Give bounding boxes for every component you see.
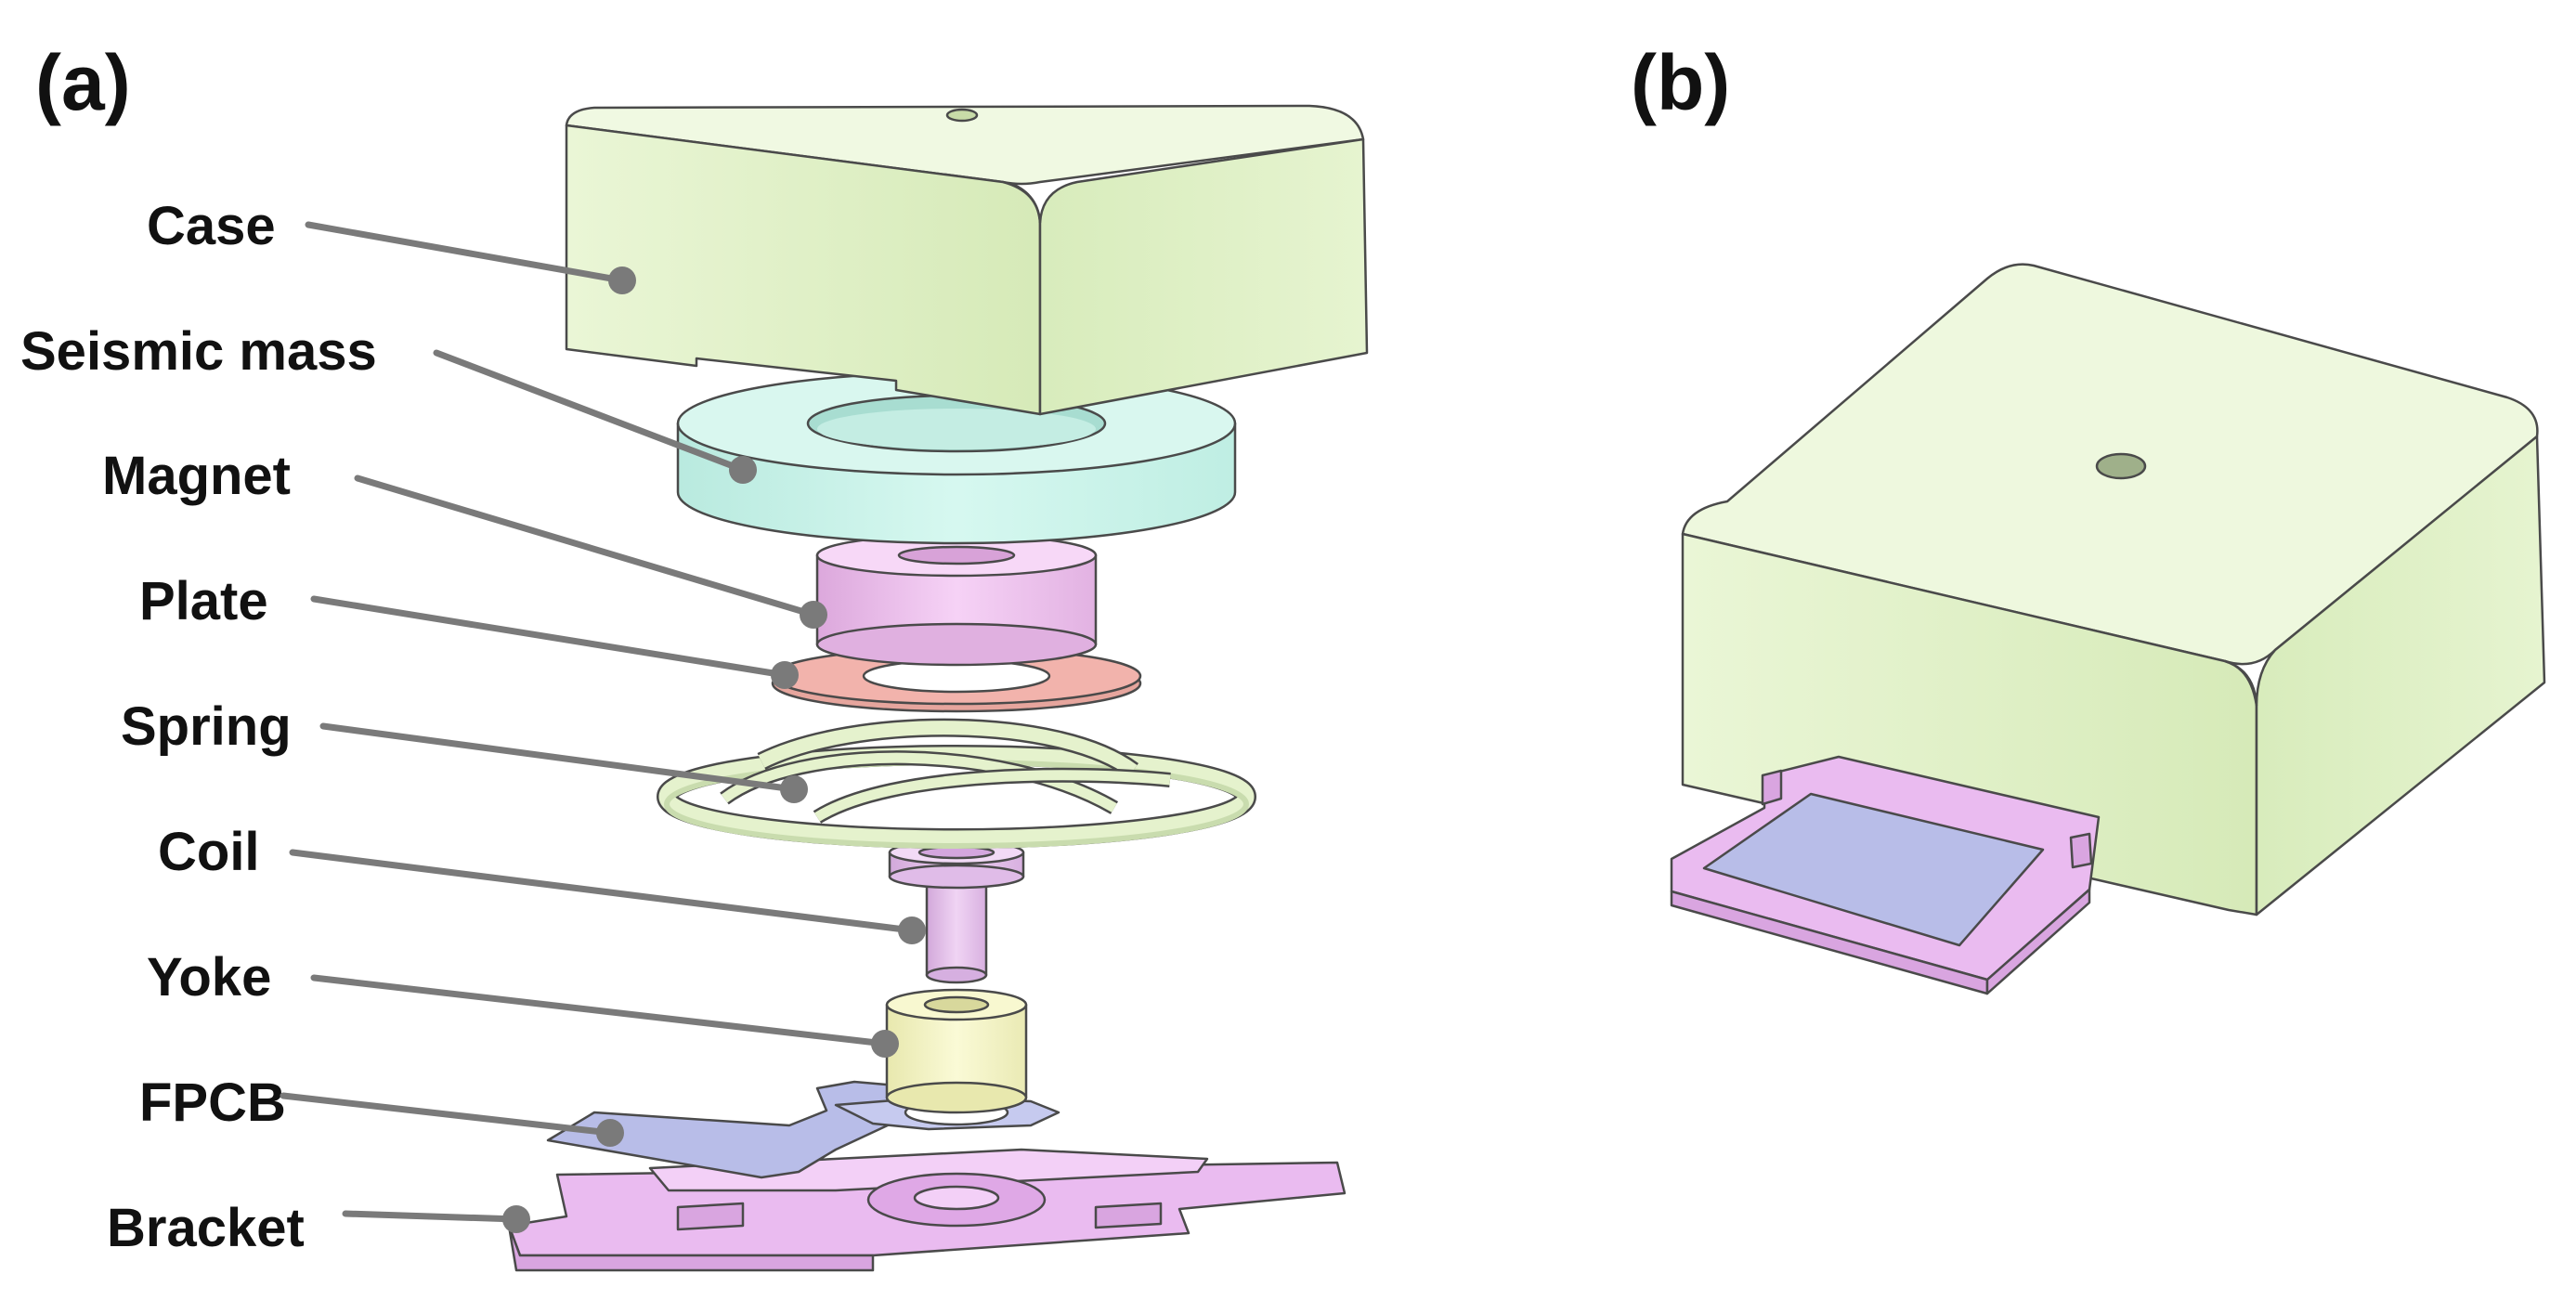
label-magnet: Magnet [102,446,291,506]
panel-a-label: (a) [35,39,131,126]
leader-dot-spring [780,775,808,803]
leader-dot-coil [898,916,926,944]
coil-part [888,839,1025,984]
panel-b-label: (b) [1631,39,1730,126]
label-plate: Plate [139,571,268,631]
label-seismic-mass: Seismic mass [20,321,377,382]
spring-part [657,718,1256,849]
leader-spring [319,722,798,793]
leader-dot-fpcb [596,1119,624,1147]
leader-dot-plate [771,661,799,689]
leader-dot-case [608,266,636,294]
panel-a: (a) [20,39,1369,1272]
label-bracket: Bracket [107,1198,305,1258]
leader-seismic-mass [433,349,747,474]
leader-dot-yoke [871,1030,899,1058]
label-case: Case [147,196,276,256]
leader-dot-seismic-mass [729,456,757,484]
leader-case [305,221,626,284]
magnet-part [815,533,1098,667]
yoke-part [885,988,1028,1114]
leader-fpcb [280,1092,614,1137]
bracket-part [507,1148,1347,1272]
leader-yoke [310,974,889,1047]
label-spring: Spring [121,696,292,757]
leader-coil [289,849,916,934]
plate-part [771,646,1142,713]
panel-b: (b) [1631,39,2546,995]
case-part [565,104,1369,416]
label-fpcb: FPCB [139,1072,286,1133]
leader-dot-magnet [800,601,827,629]
label-coil: Coil [158,822,260,882]
leader-dot-bracket [502,1205,530,1233]
leader-bracket [342,1210,520,1223]
label-yoke: Yoke [147,947,271,1008]
assembled-unit [1670,263,2546,995]
leader-plate [310,595,788,679]
seismic-mass-part [676,370,1237,545]
leader-lines [280,221,926,1233]
leader-magnet [354,474,817,618]
